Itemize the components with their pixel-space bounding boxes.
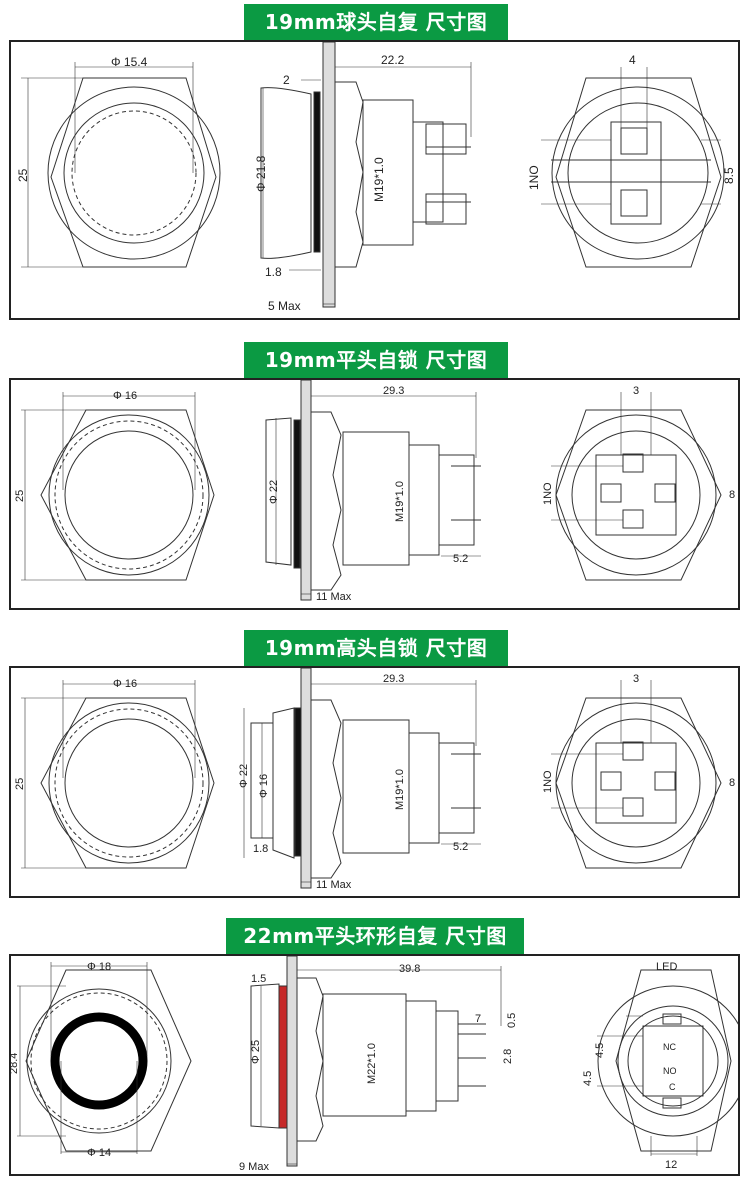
diagram-panel-2: Φ 16 25 29.3 Φ 22 M19*1.0 5.2 11 Max 3 1 xyxy=(9,378,740,610)
front-hex-label-2: 25 xyxy=(14,490,26,502)
back-top-label-3: 3 xyxy=(633,673,639,685)
side-thread-label-2: M19*1.0 xyxy=(394,481,406,522)
diagram-panel-1: Φ 15.4 25 22.2 2 Φ 21.8 M19*1.0 1.8 5 Ma… xyxy=(9,40,740,320)
side-thread-label-4: M22*1.0 xyxy=(366,1043,378,1084)
side-dia-label-4: Φ 25 xyxy=(250,1040,262,1064)
front-view-3 xyxy=(21,680,215,869)
section-title-2: 19mm平头自锁 尺寸图 xyxy=(244,342,508,378)
side-view-3 xyxy=(243,667,481,889)
front-dia2-label-4: Φ 14 xyxy=(87,1147,111,1159)
side-len-label-2: 29.3 xyxy=(383,385,404,397)
side-view-4 xyxy=(250,955,502,1167)
front-dia-label-1: Φ 15.4 xyxy=(111,55,148,69)
side-dia-label-3: Φ 22 xyxy=(238,764,250,788)
section-title-3: 19mm高头自锁 尺寸图 xyxy=(244,630,508,666)
back-bottom-label-4: 12 xyxy=(665,1159,677,1171)
side-view-1 xyxy=(260,41,472,308)
back-d45b-label-4: 4.5 xyxy=(582,1071,594,1086)
back-no-label-2: 1NO xyxy=(542,482,554,505)
back-right-label-2: 8 xyxy=(729,489,735,501)
side-dia-label-2: Φ 22 xyxy=(268,480,280,504)
side-dia2-label-3: Φ 16 xyxy=(258,774,270,798)
side-p05-label-4: 0.5 xyxy=(506,1013,518,1028)
drawing-1: Φ 15.4 25 22.2 2 Φ 21.8 M19*1.0 1.8 5 Ma… xyxy=(16,41,736,313)
front-hex-label-4: 28.4 xyxy=(11,1053,20,1074)
back-c-label-4: C xyxy=(669,1082,676,1092)
side-max-label-4: 9 Max xyxy=(239,1161,269,1173)
side-d3-label-3: 5.2 xyxy=(453,841,468,853)
back-top-label-1: 4 xyxy=(629,53,636,67)
side-d2-label-3: 1.8 xyxy=(253,843,268,855)
side-d2-label-1: 1.8 xyxy=(265,265,282,279)
front-dia-label-4: Φ 18 xyxy=(87,961,111,973)
front-hex-label-1: 25 xyxy=(16,168,30,182)
back-led-label-4: LED xyxy=(656,961,677,973)
back-view-1 xyxy=(541,67,725,268)
back-no-label-4: NO xyxy=(663,1066,677,1076)
diagram-panel-4: Φ 18 Φ 14 28.4 39.8 1.5 Φ 25 M22*1.0 7 0… xyxy=(8,954,749,1176)
side-p28-label-4: 2.8 xyxy=(502,1049,514,1064)
front-view-1 xyxy=(21,62,221,268)
side-thread-label-1: M19*1.0 xyxy=(372,157,386,202)
side-len-label-4: 39.8 xyxy=(399,963,420,975)
back-d45a-label-4: 4.5 xyxy=(594,1043,606,1058)
side-d1-label-1: 2 xyxy=(283,73,290,87)
back-view-3 xyxy=(551,680,722,869)
back-top-label-2: 3 xyxy=(633,385,639,397)
side-thread-label-3: M19*1.0 xyxy=(394,769,406,810)
section-title-4: 22mm平头环形自复 尺寸图 xyxy=(226,918,524,954)
drawing-2: Φ 16 25 29.3 Φ 22 M19*1.0 5.2 11 Max 3 1 xyxy=(14,379,735,603)
front-dia-label-2: Φ 16 xyxy=(113,390,137,402)
front-view-4 xyxy=(17,962,192,1154)
side-max-label-2: 11 Max xyxy=(316,591,352,603)
back-nc-label-4: NC xyxy=(663,1042,676,1052)
side-max-label-3: 11 Max xyxy=(316,879,352,891)
drawing-4: Φ 18 Φ 14 28.4 39.8 1.5 Φ 25 M22*1.0 7 0… xyxy=(8,955,749,1173)
side-d3-label-2: 5.2 xyxy=(453,553,468,565)
side-len-label-3: 29.3 xyxy=(383,673,404,685)
back-no-label-1: 1NO xyxy=(527,165,541,190)
front-hex-label-3: 25 xyxy=(14,778,26,790)
diagram-panel-3: Φ 16 25 29.3 Φ 22 Φ 16 M19*1.0 1.8 5.2 1… xyxy=(9,666,740,898)
back-right-label-1: 8.5 xyxy=(722,167,736,184)
back-no-label-3: 1NO xyxy=(542,770,554,793)
front-dia-label-3: Φ 16 xyxy=(113,678,137,690)
front-view-2 xyxy=(21,392,215,581)
drawing-3: Φ 16 25 29.3 Φ 22 Φ 16 M19*1.0 1.8 5.2 1… xyxy=(14,667,735,891)
side-len-label-1: 22.2 xyxy=(381,53,405,67)
side-p7-label-4: 7 xyxy=(475,1013,481,1025)
side-view-2 xyxy=(265,379,481,601)
back-view-2 xyxy=(551,392,722,581)
side-d1-label-4: 1.5 xyxy=(251,973,266,985)
section-title-1: 19mm球头自复 尺寸图 xyxy=(244,4,508,40)
back-right-label-3: 8 xyxy=(729,777,735,789)
side-dia-label-1: Φ 21.8 xyxy=(254,155,268,192)
side-max-label-1: 5 Max xyxy=(268,299,301,313)
back-view-4 xyxy=(597,969,749,1156)
